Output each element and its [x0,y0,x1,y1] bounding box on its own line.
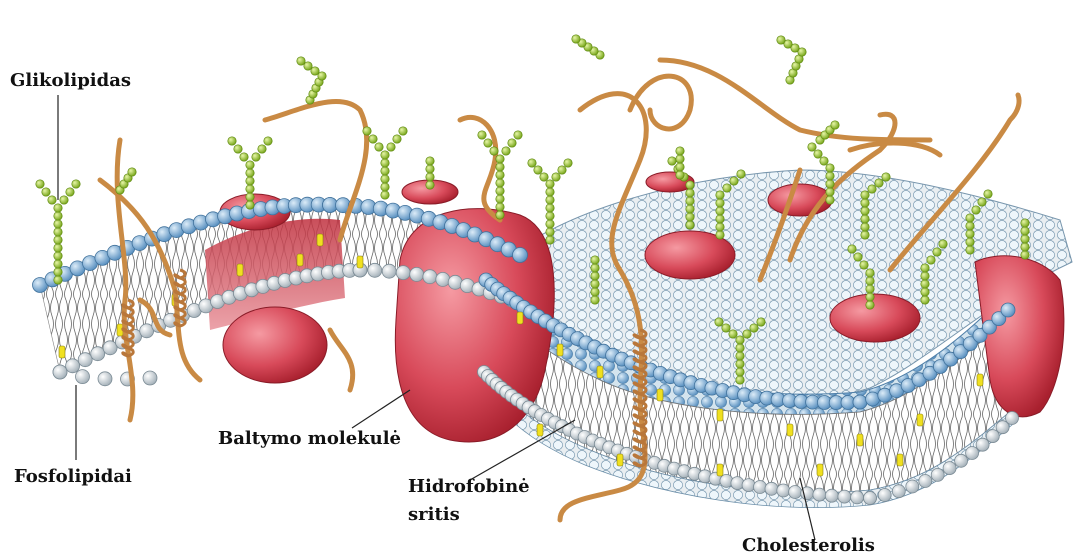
glycolipid-label: Glikolipidas [10,70,131,92]
membrane-protein-lower-left [223,307,327,383]
hydrophobic-region-label-line2: sritis [408,504,460,526]
cholesterol-label: Cholesterolis [742,535,875,557]
protein-molecule-label: Baltymo molekulė [218,428,401,450]
phospholipids-label: Fosfolipidai [14,466,132,488]
hydrophobic-region-label-line1: Hidrofobinė [408,476,530,498]
